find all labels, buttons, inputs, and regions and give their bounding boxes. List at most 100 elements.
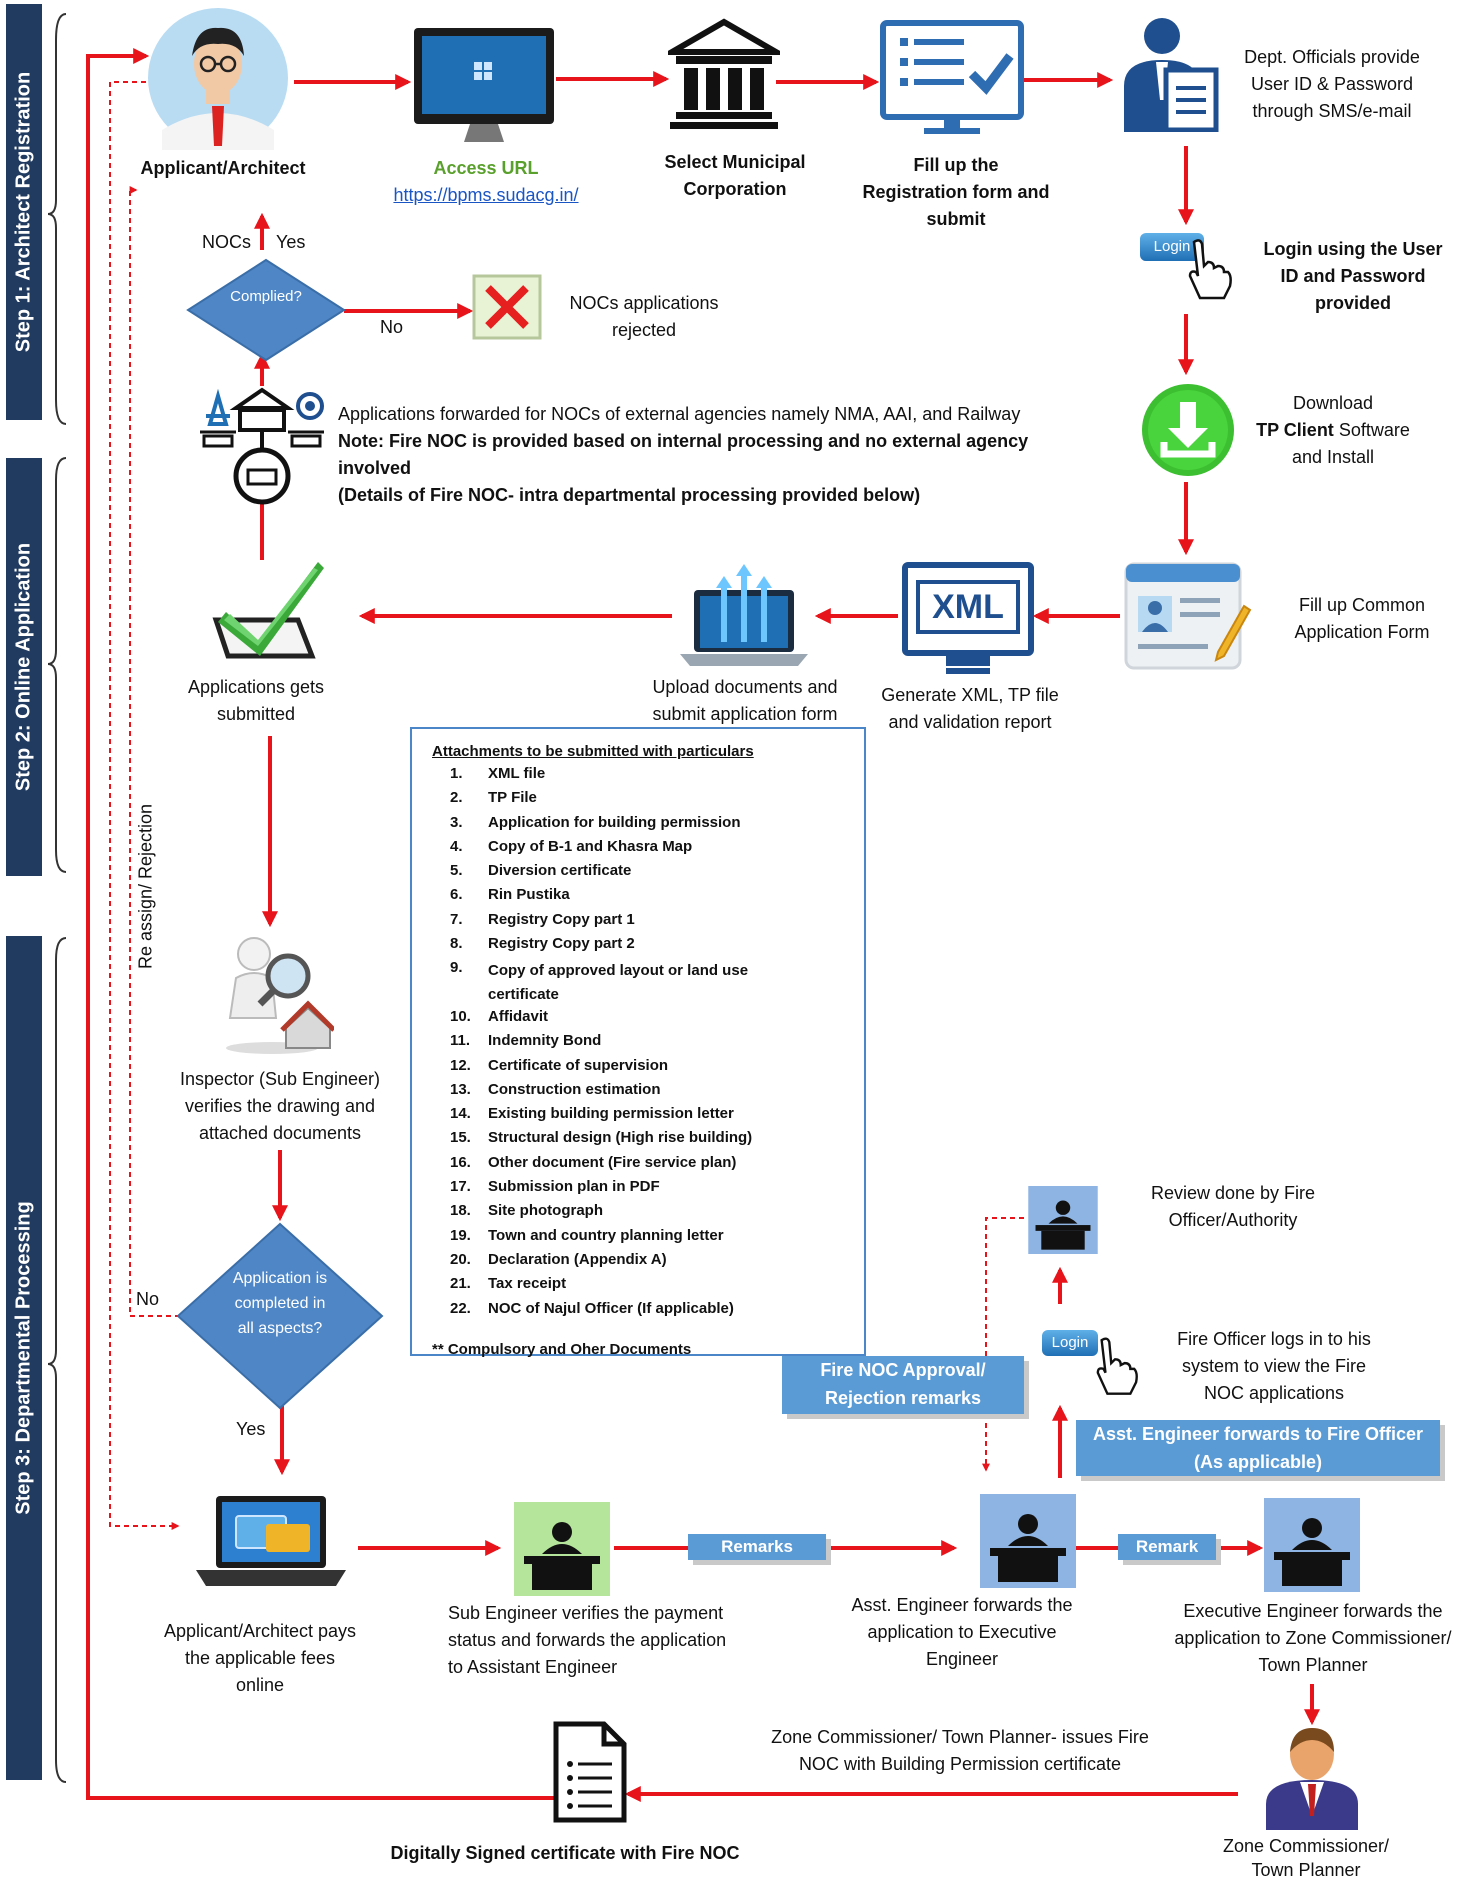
fire-login-label: Fire Officer logs in to his system to vi… xyxy=(1156,1326,1392,1407)
item-number: 8. xyxy=(450,935,463,953)
list-item: 14.Existing building permission letter xyxy=(412,1105,864,1129)
dept-official-icon xyxy=(1124,18,1219,132)
remark-tag: Remark xyxy=(1118,1534,1216,1560)
item-text: Other document (Fire service plan) xyxy=(488,1153,737,1171)
zone-commissioner-avatar-icon xyxy=(1266,1728,1358,1830)
attachments-box: Attachments to be submitted with particu… xyxy=(410,727,866,1358)
download-line1: Download xyxy=(1292,393,1374,413)
item-text: Submission plan in PDF xyxy=(488,1178,660,1196)
xml-icon-label: XML xyxy=(916,580,1020,634)
generate-xml-line1: Generate XML, TP file xyxy=(881,685,1059,705)
asst-engineer-label: Asst. Engineer forwards the application … xyxy=(832,1592,1092,1673)
no-label: No xyxy=(380,317,404,337)
item-number: 9. xyxy=(450,959,463,977)
asst-engineer-line1: Asst. Engineer forwards the xyxy=(851,1595,1073,1615)
rejected-line2: rejected xyxy=(611,320,677,340)
item-text: Existing building permission letter xyxy=(488,1105,734,1123)
sub-engineer-label: Sub Engineer verifies the payment status… xyxy=(448,1600,766,1681)
common-form-label: Fill up Common Application Form xyxy=(1262,592,1462,646)
item-text: Tax receipt xyxy=(488,1275,567,1293)
attachments-footer: ** Compulsory and Oher Documents xyxy=(432,1341,692,1358)
item-number: 22. xyxy=(450,1299,471,1317)
xml-monitor-stand xyxy=(946,656,990,674)
completed-diamond-shape xyxy=(176,1222,384,1410)
login-button-label: Login xyxy=(1153,238,1191,255)
download-label: Download TP Client Software and Install xyxy=(1222,390,1444,471)
fire-approval-line2: Rejection remarks xyxy=(824,1388,982,1408)
fire-login-line1: Fire Officer logs in to his xyxy=(1177,1329,1371,1349)
list-item: 17.Submission plan in PDF xyxy=(412,1178,864,1202)
item-number: 20. xyxy=(450,1250,471,1268)
download-software: Software xyxy=(1333,420,1410,440)
dept-officials-line3: through SMS/e-mail xyxy=(1252,101,1412,121)
dept-officials-label: Dept. Officials provide User ID & Passwo… xyxy=(1212,44,1452,125)
item-number: 12. xyxy=(450,1056,471,1074)
yes-label-2: Yes xyxy=(236,1419,266,1439)
certificate-label: Digitally Signed certificate with Fire N… xyxy=(390,1843,740,1863)
fire-approval-line1: Fire NOC Approval/ xyxy=(820,1360,986,1380)
item-text: Construction estimation xyxy=(488,1080,661,1098)
fire-login-button-label: Login xyxy=(1051,1334,1089,1351)
step1-band: Step 1: Architect Registration xyxy=(6,4,42,420)
item-text: Declaration (Appendix A) xyxy=(488,1250,667,1268)
inspector-line3: attached documents xyxy=(198,1123,362,1143)
item-number: 13. xyxy=(450,1080,471,1098)
noc-agencies-icon xyxy=(200,387,324,505)
exec-engineer-line2: application to Zone Commissioner/ xyxy=(1174,1628,1452,1648)
item-number: 1. xyxy=(450,765,463,782)
item-text: Registry Copy part 2 xyxy=(488,935,635,953)
fill-registration-line3: submit xyxy=(926,209,986,229)
fire-approval-tag: Fire NOC Approval/ Rejection remarks xyxy=(782,1356,1024,1414)
attachments-title: Attachments to be submitted with particu… xyxy=(432,743,754,760)
attachments-list: 1.XML file 2.TP File 3.Application for b… xyxy=(412,765,864,1324)
item-text: Site photograph xyxy=(488,1202,603,1220)
select-corporation-line1: Select Municipal xyxy=(664,152,806,172)
list-item: 5.Diversion certificate xyxy=(412,862,864,886)
item-number: 2. xyxy=(450,789,463,807)
fire-officer-desk-icon xyxy=(1028,1186,1098,1254)
login-line1: Login using the User xyxy=(1263,239,1443,259)
certificate-document-icon xyxy=(553,1721,627,1823)
item-number: 19. xyxy=(450,1226,471,1244)
submitted-line2: submitted xyxy=(216,704,296,724)
item-number: 11. xyxy=(450,1032,471,1050)
step1-label: Step 1: Architect Registration xyxy=(12,71,35,353)
noc-forward-text: Applications forwarded for NOCs of exter… xyxy=(338,401,1158,509)
review-fire-label: Review done by Fire Officer/Authority xyxy=(1122,1180,1344,1234)
item-number: 6. xyxy=(450,886,463,904)
monitor-icon xyxy=(414,28,554,142)
download-tp-client: TP Client xyxy=(1256,420,1334,440)
list-item: 6.Rin Pustika xyxy=(412,886,864,910)
zone-commissioner-label: Zone Commissioner/ Town Planner xyxy=(1196,1834,1416,1882)
sub-engineer-line2: status and forwards the application xyxy=(448,1630,727,1650)
sub-engineer-desk-icon xyxy=(514,1502,610,1596)
pays-line2: the applicable fees xyxy=(184,1648,336,1668)
inspector-line1: Inspector (Sub Engineer) xyxy=(179,1069,381,1089)
noc-forward-line1: Applications forwarded for NOCs of exter… xyxy=(338,404,1021,424)
step2-label: Step 2: Online Application xyxy=(12,542,35,792)
access-url-block: Access URL https://bpms.sudacg.in/ xyxy=(366,155,606,209)
list-item: 2.TP File xyxy=(412,789,864,813)
list-item: 13. Construction estimation xyxy=(412,1081,864,1105)
list-item: 3.Application for building permission xyxy=(412,814,864,838)
item-number: 5. xyxy=(450,862,463,880)
item-number: 15. xyxy=(450,1129,471,1147)
access-url-link[interactable]: https://bpms.sudacg.in/ xyxy=(393,185,579,205)
list-item: 9.Copy of approved layout or land use ce… xyxy=(412,959,864,1008)
zone-issue-line2: NOC with Building Permission certificate xyxy=(798,1754,1122,1774)
list-item: 20. Declaration (Appendix A) xyxy=(412,1251,864,1275)
fire-login-button[interactable]: Login xyxy=(1042,1330,1098,1356)
dept-officials-line2: User ID & Password xyxy=(1250,74,1414,94)
zone-commissioner-line2: Town Planner xyxy=(1251,1860,1361,1880)
hand-pointer-icon xyxy=(1188,239,1232,300)
login-instructions-label: Login using the User ID and Password pro… xyxy=(1238,236,1468,317)
completed-label: Application is completed in all aspects? xyxy=(216,1266,344,1341)
sub-engineer-line3: to Assistant Engineer xyxy=(448,1657,618,1677)
inspector-magnifier-icon xyxy=(226,937,334,1054)
generate-xml-line2: and validation report xyxy=(888,712,1052,732)
common-form-line2: Application Form xyxy=(1294,622,1430,642)
list-item: 8. Registry Copy part 2 xyxy=(412,935,864,959)
reassign-rejection-label: Re assign/ Rejection xyxy=(135,803,156,970)
item-number: 3. xyxy=(450,813,463,831)
list-item: 22.NOC of Najul Officer (If applicable) xyxy=(412,1300,864,1324)
